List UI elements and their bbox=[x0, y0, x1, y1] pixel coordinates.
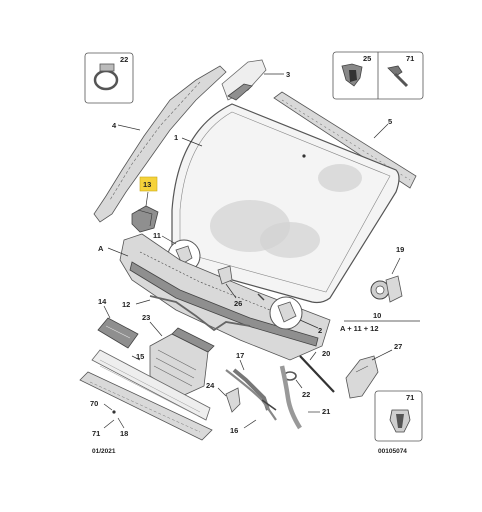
part-10-assembly-note: 10 A + 11 + 12 bbox=[340, 311, 420, 333]
clip-icon bbox=[341, 63, 363, 87]
part-12-washer-hose: 12 bbox=[122, 295, 251, 332]
label-70: 70 bbox=[90, 399, 98, 408]
label-2: 2 bbox=[318, 326, 322, 335]
label-1: 1 bbox=[174, 133, 178, 142]
inset-box-25-71: 25 71 bbox=[332, 51, 424, 100]
label-20: 20 bbox=[322, 349, 330, 358]
label-15: 15 bbox=[136, 352, 144, 361]
label-71-inset-lower: 71 bbox=[406, 393, 414, 402]
inset-box-22: 22 bbox=[84, 52, 134, 104]
part-19-bracket: 19 bbox=[370, 245, 404, 303]
part-A-cowl-panel: A bbox=[98, 233, 331, 361]
label-23: 23 bbox=[142, 313, 150, 322]
highlight-13 bbox=[139, 176, 158, 192]
label-4: 4 bbox=[112, 121, 117, 130]
label-22-inset: 22 bbox=[120, 55, 128, 64]
part-21-drain-pipe: 21 bbox=[279, 365, 330, 430]
label-12: 12 bbox=[122, 300, 130, 309]
part-13-mirror-base: 13 bbox=[131, 176, 159, 233]
part-15-lower-grille: 15 bbox=[91, 349, 211, 421]
date-code: 01/2021 bbox=[92, 448, 116, 455]
label-27: 27 bbox=[394, 342, 402, 351]
label-16: 16 bbox=[230, 426, 238, 435]
label-5: 5 bbox=[388, 117, 392, 126]
label-19: 19 bbox=[396, 245, 404, 254]
label-26: 26 bbox=[234, 299, 242, 308]
part-24-clip: 24 bbox=[206, 381, 241, 413]
label-71-inset: 71 bbox=[406, 54, 414, 63]
part-18-cowl-trim: 18 bbox=[79, 371, 213, 441]
part-4-seal-strip: 4 bbox=[93, 65, 227, 223]
part-16-hose: 16 bbox=[225, 369, 277, 435]
part-14-vent-panel: 14 bbox=[97, 297, 139, 349]
part-20-stem: 20 bbox=[299, 349, 335, 393]
label-24: 24 bbox=[206, 381, 215, 390]
ref-code: 00105074 bbox=[378, 448, 407, 455]
inset-box-71-lower: 71 bbox=[374, 390, 423, 442]
fasteners-70-71: 70 71 bbox=[90, 399, 116, 438]
label-18: 18 bbox=[120, 429, 128, 438]
label-10: 10 bbox=[373, 311, 381, 320]
label-3: 3 bbox=[286, 70, 290, 79]
label-10-formula: A + 11 + 12 bbox=[340, 324, 379, 333]
label-22-lower: 22 bbox=[302, 390, 310, 399]
part-3-bracket: 3 bbox=[221, 59, 290, 101]
label-71-lower: 71 bbox=[92, 429, 100, 438]
label-13: 13 bbox=[143, 180, 151, 189]
label-25: 25 bbox=[363, 54, 371, 63]
label-21: 21 bbox=[322, 407, 330, 416]
hose-clamp-icon bbox=[93, 63, 119, 91]
label-14: 14 bbox=[98, 297, 107, 306]
label-11: 11 bbox=[153, 231, 161, 240]
label-A: A bbox=[98, 244, 104, 253]
part-2-clip-callout: 2 bbox=[257, 293, 322, 335]
label-17: 17 bbox=[236, 351, 244, 360]
part-23-air-duct: 23 bbox=[142, 313, 215, 397]
part-27-side-bracket: 27 bbox=[345, 342, 402, 399]
part-1-windshield: 1 bbox=[171, 103, 400, 304]
part-26-clip: 26 bbox=[217, 265, 242, 308]
screw-icon bbox=[387, 65, 409, 88]
fastener-clip-icon bbox=[389, 409, 411, 433]
